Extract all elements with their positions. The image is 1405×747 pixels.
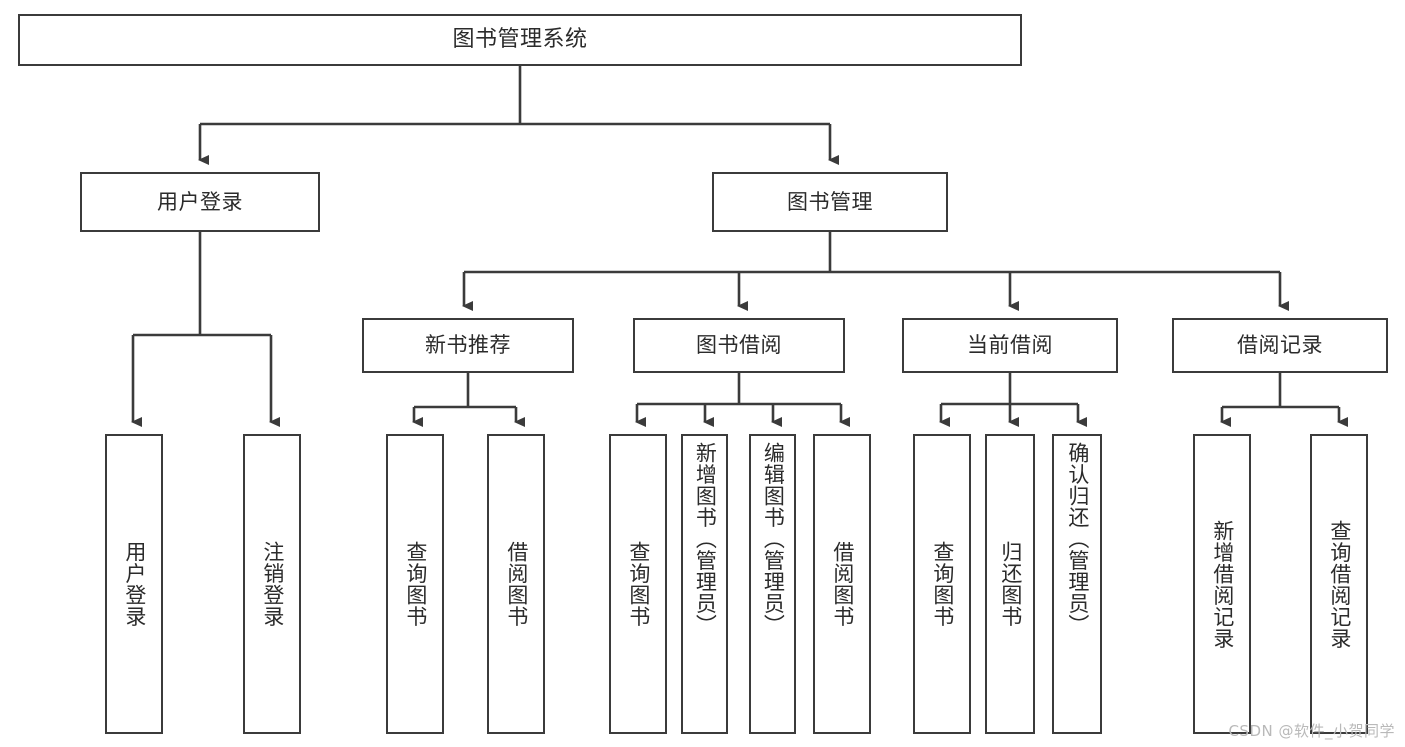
node-leaf-query-book-borrow[interactable]: 查询图书: [609, 434, 667, 734]
node-leaf-borrow-book-recommend[interactable]: 借阅图书: [487, 434, 545, 734]
node-leaf-user-login[interactable]: 用户登录: [105, 434, 163, 734]
node-new-book-recommend[interactable]: 新书推荐: [362, 318, 574, 373]
node-leaf-query-book-recommend[interactable]: 查询图书: [386, 434, 444, 734]
csdn-watermark: CSDN @软件_小贺同学: [1228, 722, 1395, 740]
node-book-management[interactable]: 图书管理: [712, 172, 948, 232]
node-leaf-query-book-current[interactable]: 查询图书: [913, 434, 971, 734]
node-leaf-edit-book-admin[interactable]: 编辑图书（管理员）: [749, 434, 796, 734]
node-root-book-management-system[interactable]: 图书管理系统: [18, 14, 1022, 66]
node-borrow-record[interactable]: 借阅记录: [1172, 318, 1388, 373]
node-leaf-add-borrow-record[interactable]: 新增借阅记录: [1193, 434, 1251, 734]
node-leaf-return-book[interactable]: 归还图书: [985, 434, 1035, 734]
node-current-borrow[interactable]: 当前借阅: [902, 318, 1118, 373]
node-leaf-query-borrow-record[interactable]: 查询借阅记录: [1310, 434, 1368, 734]
node-leaf-borrow-book[interactable]: 借阅图书: [813, 434, 871, 734]
node-leaf-confirm-return-admin[interactable]: 确认归还（管理员）: [1052, 434, 1102, 734]
node-user-login[interactable]: 用户登录: [80, 172, 320, 232]
node-leaf-logout[interactable]: 注销登录: [243, 434, 301, 734]
node-leaf-add-book-admin[interactable]: 新增图书（管理员）: [681, 434, 728, 734]
node-book-borrow[interactable]: 图书借阅: [633, 318, 845, 373]
